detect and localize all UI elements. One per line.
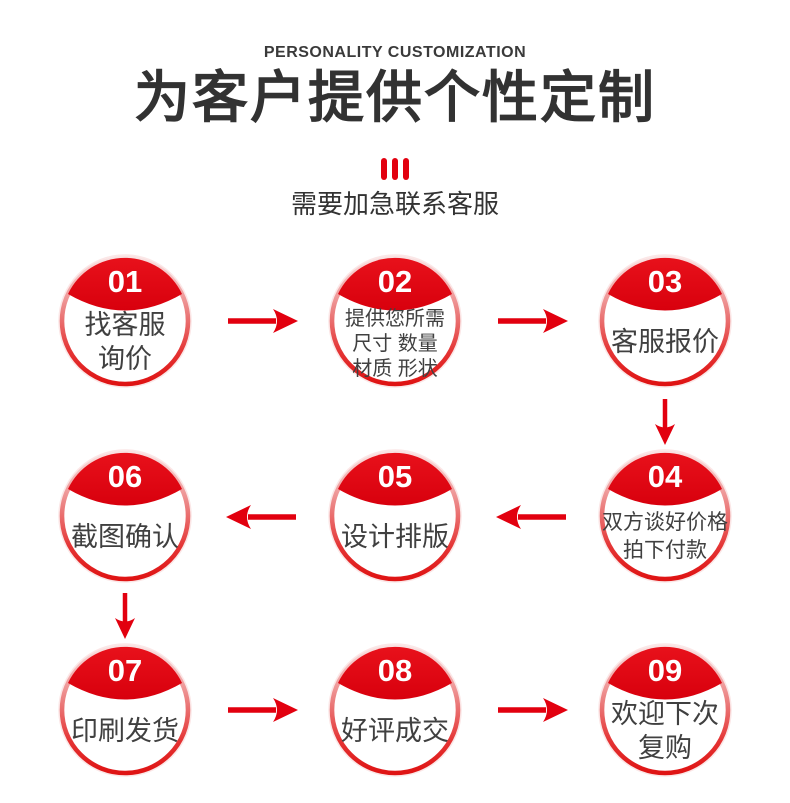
bar-icon: [392, 158, 398, 180]
step-number: 08: [377, 653, 413, 688]
subtitle: 需要加急联系客服: [290, 189, 499, 219]
step-label: 好评成交: [341, 716, 449, 746]
step-label: 印刷发货: [71, 716, 179, 746]
triple-bars-icon: [0, 158, 790, 180]
step-number: 09: [647, 653, 683, 688]
page-title: 为客户提供个性定制: [134, 66, 656, 129]
step-01: 01 找客服 询价: [58, 254, 192, 388]
arrow-right-icon: [226, 695, 298, 725]
step-label: 找客服 询价: [84, 310, 166, 374]
step-04: 04 双方谈好价格 拍下付款: [598, 449, 732, 583]
arrow-left-icon: [226, 502, 298, 532]
arrow-right-icon: [496, 306, 568, 336]
step-label: 客服报价: [611, 327, 719, 357]
step-number: 04: [647, 459, 683, 494]
step-number: 07: [107, 653, 143, 688]
bar-icon: [403, 158, 409, 180]
step-label: 欢迎下次 复购: [611, 699, 719, 763]
arrow-right-icon: [226, 306, 298, 336]
step-03: 03 客服报价: [598, 254, 732, 388]
step-number: 03: [647, 264, 683, 299]
step-07: 07 印刷发货: [58, 643, 192, 777]
arrow-left-icon: [496, 502, 568, 532]
arrow-down-icon: [650, 397, 680, 445]
step-number: 02: [377, 264, 413, 299]
step-label: 截图确认: [71, 522, 179, 552]
step-06: 06 截图确认: [58, 449, 192, 583]
arrow-right-icon: [496, 695, 568, 725]
step-label: 提供您所需 尺寸 数量 材质 形状: [345, 307, 445, 380]
step-08: 08 好评成交: [328, 643, 462, 777]
eyebrow-title: PERSONALITY CUSTOMIZATION: [263, 44, 527, 61]
step-09: 09 欢迎下次 复购: [598, 643, 732, 777]
step-label: 双方谈好价格 拍下付款: [602, 511, 728, 562]
arrow-down-icon: [110, 591, 140, 639]
step-number: 06: [107, 459, 143, 494]
step-number: 05: [377, 459, 413, 494]
bar-icon: [381, 158, 387, 180]
step-02: 02 提供您所需 尺寸 数量 材质 形状: [328, 254, 462, 388]
step-05: 05 设计排版: [328, 449, 462, 583]
step-number: 01: [107, 264, 143, 299]
step-label: 设计排版: [341, 522, 449, 552]
